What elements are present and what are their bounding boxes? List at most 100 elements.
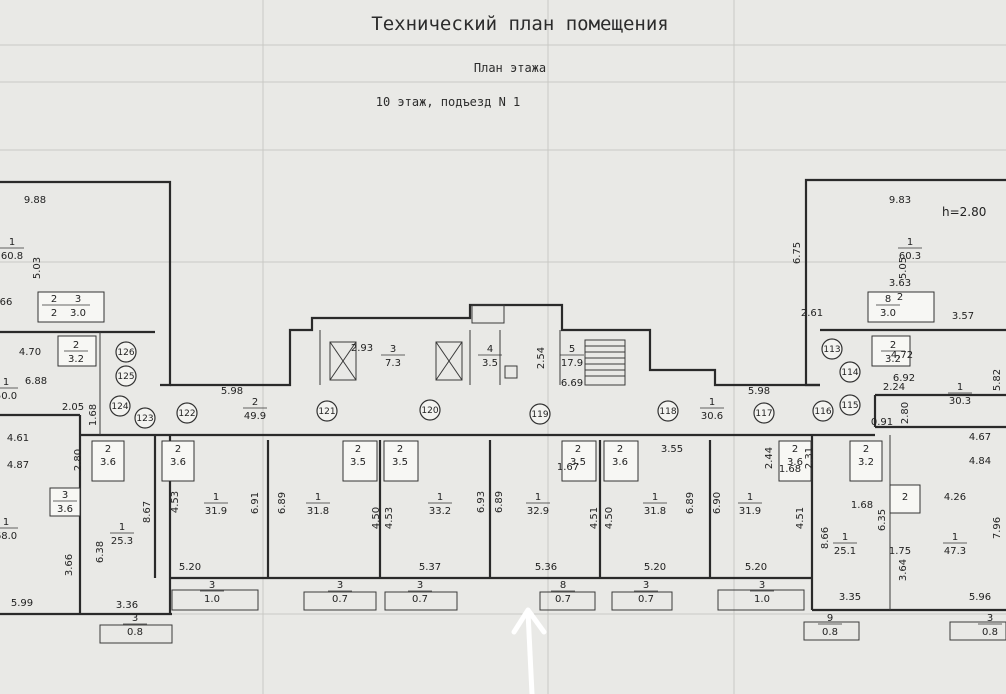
room-number: 3 [643, 580, 649, 591]
axis-bubble: 114 [839, 361, 861, 383]
dimension-value: 4.61 [7, 433, 29, 444]
room-label: 160.3 [898, 237, 922, 262]
bath-label: 2 [617, 444, 623, 455]
bath-label: 3.6 [787, 457, 803, 468]
room-number: 1 [709, 397, 715, 408]
dimension-value: 6.75 [792, 242, 803, 264]
room-area: 1.0 [754, 594, 770, 605]
dimension-value: 4.84 [969, 456, 991, 467]
hand-drawn-arrow-icon [511, 607, 547, 694]
dimension-value: 3.66 [64, 554, 75, 576]
dimension-value: 2.05 [62, 402, 84, 413]
room-number: 2 [51, 294, 57, 305]
axis-number: 115 [841, 401, 858, 411]
room-area: 31.8 [307, 506, 329, 517]
room-label: 131.9 [204, 492, 228, 517]
room-label: 43.5 [478, 344, 502, 369]
room-area: 25.3 [111, 536, 133, 547]
dimension-value: 5.36 [535, 562, 557, 573]
dimension-value: 6.35 [877, 509, 888, 531]
axis-bubble: 120 [419, 399, 441, 421]
core [329, 304, 626, 386]
room-area: 60.8 [1, 251, 23, 262]
room-number: 1 [9, 237, 15, 248]
bath-label: 3.2 [858, 457, 874, 468]
room-area: 0.8 [127, 627, 143, 638]
axis-circle [839, 361, 861, 383]
dimension-value: 5.96 [969, 592, 991, 603]
dimension-value: 3.57 [952, 311, 974, 322]
room-label: 30.7 [328, 580, 352, 605]
dimension-value: 5.20 [644, 562, 666, 573]
room-label: 249.9 [243, 397, 267, 422]
room-area: 0.7 [332, 594, 348, 605]
dimension-value: 1.68 [779, 464, 801, 475]
room-number: 2 [73, 340, 79, 351]
room-area: 25.1 [834, 546, 856, 557]
room-label: 517.9 [560, 344, 584, 369]
room-number: 4 [487, 344, 493, 355]
room-label: 125.3 [110, 522, 134, 547]
room-area: 31.8 [644, 506, 666, 517]
room-area: 3.0 [70, 308, 86, 319]
room-labels: 160.8150.0168.02233.023.233.6125.3131.91… [0, 237, 1002, 638]
axis-circle [109, 395, 131, 417]
axis-bubble: 117 [753, 402, 775, 424]
room-area: 2 [51, 308, 57, 319]
dimension-value: 2.44 [764, 447, 775, 469]
dimension-value: 4.53 [170, 491, 181, 513]
dimension-value: 4.51 [795, 507, 806, 529]
axis-number: 113 [823, 345, 840, 355]
bath-label: 3.6 [612, 457, 628, 468]
room-label: 80.7 [551, 580, 575, 605]
room-label: 147.3 [943, 532, 967, 557]
room-number: 2 [890, 340, 896, 351]
dimension-value: 6.91 [250, 492, 261, 514]
room-area: 31.9 [205, 506, 227, 517]
room-label: 33.6 [53, 490, 77, 515]
axis-bubble: 122 [176, 402, 198, 424]
bath-label: 3.6 [100, 457, 116, 468]
axis-bubble: 126 [115, 341, 137, 363]
axis-bubble: 125 [115, 365, 137, 387]
room-area: 3.2 [885, 354, 901, 365]
dimension-value: 6.89 [277, 492, 288, 514]
ceiling-height-note: h=2.80 [942, 205, 986, 219]
room-label: 37.3 [381, 344, 405, 369]
dimension-value: 1.68 [851, 500, 873, 511]
axis-bubble: 119 [529, 403, 551, 425]
room-label: 168.0 [0, 517, 18, 542]
room-label: 131.8 [306, 492, 330, 517]
dimension-value: 4.50 [604, 507, 615, 529]
dimension-value: 66 [0, 297, 12, 308]
bath-label: 2 [105, 444, 111, 455]
dimension-value: 5.20 [179, 562, 201, 573]
bath-label: 2 [397, 444, 403, 455]
room-number: 3 [75, 294, 81, 305]
axis-bubble: 116 [812, 400, 834, 422]
dimension-value: 1.67 [557, 462, 579, 473]
bath-label: 2 [792, 444, 798, 455]
room-label: 23.2 [881, 340, 905, 365]
axis-number: 125 [117, 372, 134, 382]
dimension-value: 5.99 [11, 598, 33, 609]
room-number: 1 [3, 517, 9, 528]
room-number: 3 [390, 344, 396, 355]
room-area: 31.9 [739, 506, 761, 517]
room-label: 150.0 [0, 377, 18, 402]
room-label: 30.7 [634, 580, 658, 605]
axis-circle [839, 394, 861, 416]
room-area: 0.8 [822, 627, 838, 638]
room-label: 33.0 [66, 294, 90, 319]
room-number: 1 [119, 522, 125, 533]
room-area: 49.9 [244, 411, 266, 422]
axis-number: 120 [421, 406, 438, 416]
axis-number: 117 [755, 409, 772, 419]
room-number: 3 [417, 580, 423, 591]
axis-bubble: 123 [134, 407, 156, 429]
axis-bubble: 115 [839, 394, 861, 416]
dimension-value: 2.54 [536, 347, 547, 369]
